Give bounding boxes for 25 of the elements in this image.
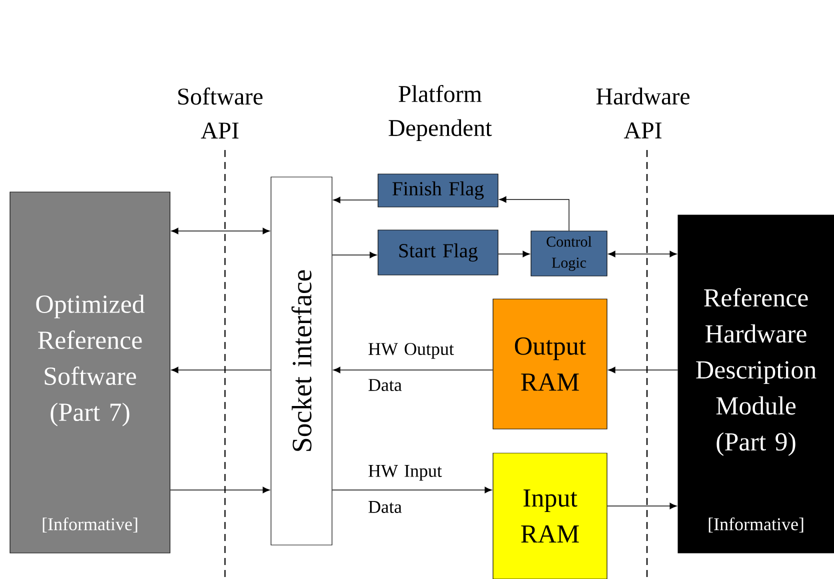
hardware-block: Reference Hardware Description Module (Part 9) [Informative] (678, 214, 834, 554)
arrow (499, 196, 570, 232)
process-box: Output RAM (492, 298, 608, 430)
arrow (608, 366, 678, 374)
arrow (606, 502, 677, 510)
arrow (332, 486, 492, 494)
software-block: Optimized Reference Software (Part 7) [Informative] (10, 192, 170, 554)
column-heading: Software API (178, 88, 262, 138)
column-heading: Hardware API (596, 88, 690, 138)
column-heading: Platform Dependent (388, 85, 492, 141)
arrow (498, 250, 530, 258)
arrow (608, 250, 677, 258)
arrow (171, 366, 272, 374)
arrow (333, 366, 494, 374)
arrow (171, 228, 270, 234)
arrow (332, 252, 377, 258)
socket-interface-box: Socket interface (270, 176, 332, 546)
edge-label: HW Output Data (368, 342, 454, 392)
arrow (333, 196, 378, 204)
edge-label: HW Input Data (368, 465, 442, 513)
arrow (170, 486, 270, 494)
process-box: Control Logic (530, 230, 608, 276)
process-box: Input RAM (492, 452, 608, 579)
process-box: Finish Flag (378, 174, 498, 208)
process-box: Start Flag (378, 230, 498, 276)
